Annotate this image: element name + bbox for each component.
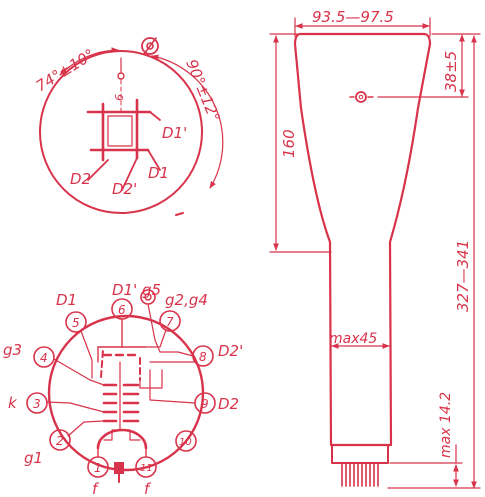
dim-screen-width: 93.5—97.5	[312, 8, 394, 26]
dim-base-length: max 14.2	[438, 392, 454, 458]
label-d1-prime-g5: D1' g5	[112, 281, 161, 299]
base-key	[114, 462, 124, 474]
tube-envelope	[293, 32, 432, 447]
svg-text:1: 1	[94, 461, 102, 475]
tube-outline-drawing: 93.5—97.5 38±5 327—341 160 max45 max 14.…	[269, 8, 481, 489]
dim-bulb-length: 160	[280, 129, 298, 158]
angle-label-left: 74°±10°	[33, 45, 98, 95]
pin-5: 5	[65, 311, 87, 333]
pin-11: 11	[135, 456, 157, 478]
label-d1: D1	[56, 291, 77, 309]
dim-overall-length: 327—341	[454, 240, 472, 312]
angle-arc-left	[59, 47, 119, 76]
angle-label-right: 90°±12°	[182, 57, 223, 125]
anode-cap-symbol	[141, 37, 159, 55]
pin-10: 10	[175, 430, 197, 452]
svg-text:10: 10	[179, 437, 192, 448]
svg-text:8: 8	[199, 350, 207, 364]
svg-text:2: 2	[56, 434, 64, 448]
plate-label-d2-prime: D2'	[112, 180, 137, 198]
svg-text:6: 6	[118, 303, 126, 317]
label-f-right: f	[144, 480, 152, 497]
base-pin-diagram: 1 2 3 4 5 6 7 8 9 10 11	[3, 281, 243, 497]
label-d2: D2	[218, 395, 239, 413]
index-mark-label: 6	[113, 94, 126, 101]
index-mark	[117, 57, 125, 113]
svg-text:5: 5	[72, 316, 80, 330]
top-view-diagram: 6 74°±10° 90°±12° D1' D1 D2 D2'	[33, 37, 224, 216]
pin-7: 7	[159, 310, 181, 332]
dim-neck-diameter: max45	[329, 331, 377, 347]
bulb-cap-symbol	[349, 91, 374, 103]
svg-text:9: 9	[201, 397, 209, 411]
heater-arc	[96, 428, 148, 450]
angle-arc-right	[151, 54, 224, 189]
pin-8: 8	[192, 345, 214, 367]
base-pins	[341, 462, 379, 487]
electrode-structure	[46, 303, 196, 483]
pin-9: 9	[194, 392, 216, 414]
svg-text:3: 3	[33, 397, 41, 411]
label-f-left: f	[92, 480, 100, 497]
pin-4: 4	[33, 346, 55, 368]
dim-cap-height: 38±5	[442, 51, 460, 92]
label-k: k	[8, 394, 18, 412]
deflection-plates	[86, 98, 161, 191]
pin-6: 6	[111, 298, 133, 320]
plate-label-d1: D1	[148, 164, 169, 182]
stray-mark	[175, 212, 184, 216]
pin-3: 3	[26, 392, 48, 414]
label-g3: g3	[3, 341, 22, 359]
pin-2: 2	[49, 429, 71, 451]
label-d2-prime: D2'	[218, 342, 243, 360]
svg-text:4: 4	[40, 351, 48, 365]
label-g1: g1	[24, 449, 43, 467]
tube-base	[331, 444, 389, 464]
svg-text:7: 7	[166, 315, 174, 329]
label-g2g4: g2,g4	[165, 291, 208, 309]
svg-text:11: 11	[140, 463, 153, 474]
plate-label-d1-prime: D1'	[162, 124, 187, 142]
plate-label-d2: D2	[70, 170, 91, 188]
